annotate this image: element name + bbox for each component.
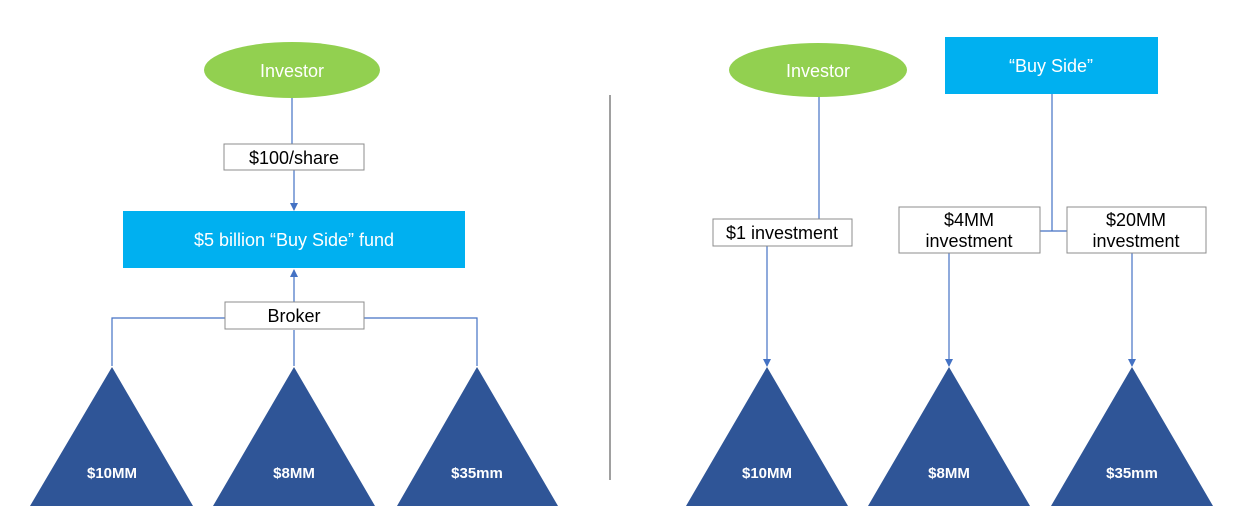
connector-broker-left [111, 317, 225, 366]
right-investment-3-box [1066, 206, 1207, 254]
right-triangle-2 [868, 367, 1030, 506]
left-price-label: $100/share [249, 148, 339, 168]
left-triangle-3-label: $35mm [451, 465, 503, 482]
left-triangle-1-label: $10MM [87, 465, 137, 482]
right-investment-2-box [898, 206, 1041, 254]
left-triangle-2 [213, 367, 375, 506]
left-triangle-3 [397, 367, 558, 506]
right-investment-3-line2: investment [1092, 231, 1179, 251]
left-price-box [223, 143, 365, 171]
left-investor-label: Investor [260, 61, 324, 81]
right-buy-side-box [945, 37, 1158, 94]
left-triangle-1 [30, 367, 193, 506]
left-triangle-2-label: $8MM [273, 465, 315, 482]
left-fund-box [123, 211, 465, 268]
left-broker-label: Broker [267, 306, 320, 326]
right-triangle-2-label: $8MM [928, 465, 970, 482]
left-broker-box [224, 301, 365, 330]
right-triangle-1-label: $10MM [742, 465, 792, 482]
right-investment-2-line2: investment [925, 231, 1012, 251]
right-triangle-3-label: $35mm [1106, 465, 1158, 482]
left-investor-ellipse [204, 42, 380, 98]
left-fund-label: $5 billion “Buy Side” fund [194, 230, 394, 250]
right-investor-ellipse [729, 43, 907, 97]
right-diagram: Investor “Buy Side” $1 investment $4MM i… [686, 37, 1213, 506]
right-investment-1-label: $1 investment [726, 223, 838, 243]
connector-broker-right [364, 317, 478, 366]
right-triangle-3 [1051, 367, 1213, 506]
right-triangle-1 [686, 367, 848, 506]
right-investor-label: Investor [786, 61, 850, 81]
right-investment-2-line1: $4MM [944, 210, 994, 230]
left-diagram: Investor $100/share $5 billion “Buy Side… [30, 42, 558, 506]
right-investment-1-box [712, 218, 853, 247]
right-investment-3-line1: $20MM [1106, 210, 1166, 230]
right-buy-side-label: “Buy Side” [1009, 56, 1093, 76]
